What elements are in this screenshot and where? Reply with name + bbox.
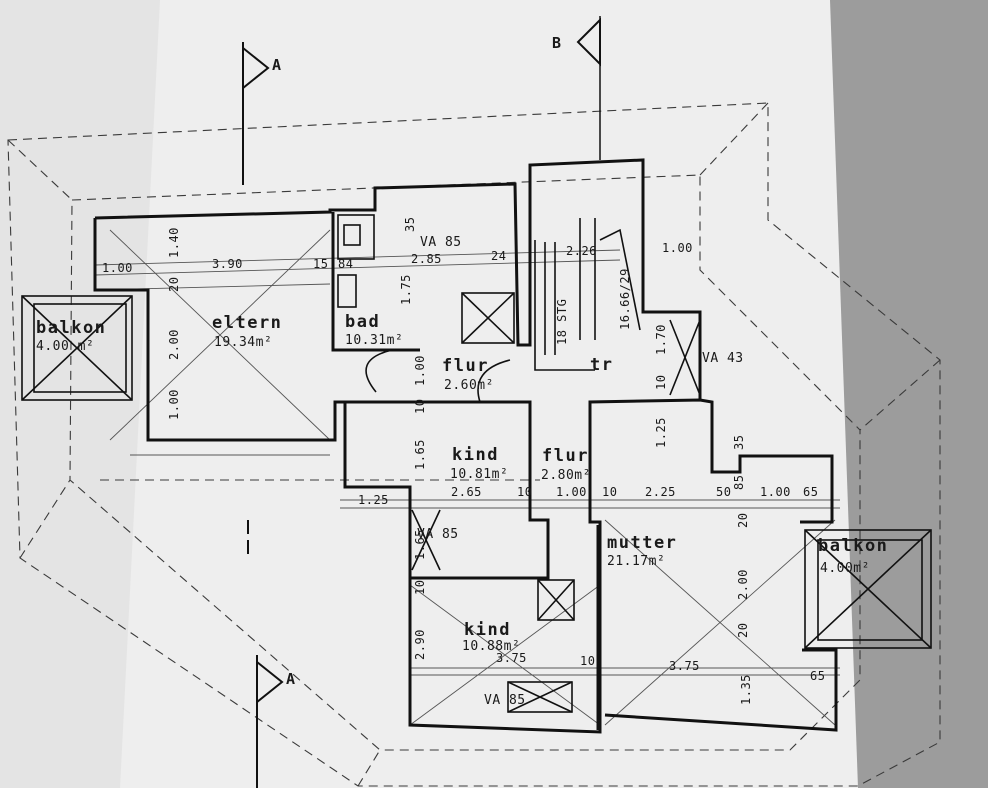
dim-label: 10 xyxy=(413,398,427,414)
dim-label: 1.25 xyxy=(654,417,668,448)
room-flur-2-name: flur xyxy=(542,446,589,466)
dim-label: 2.65 xyxy=(451,485,482,499)
stair-steps-label: 18 STG xyxy=(555,298,569,345)
dim-label: 10 xyxy=(580,654,596,668)
dim-label: 10 xyxy=(517,485,533,499)
dim-label: 1.25 xyxy=(358,493,389,507)
dim-label: 84 xyxy=(338,257,354,271)
stair-ratio-label: 16.66/29 xyxy=(618,268,632,330)
room-eltern-name: eltern xyxy=(212,313,283,333)
walls xyxy=(93,158,838,734)
dim-label: 35 xyxy=(403,216,417,232)
dim-label: 3.75 xyxy=(669,659,700,673)
dim-label: 2.00 xyxy=(736,569,750,600)
dim-label: 1.00 xyxy=(760,485,791,499)
room-flur-2-area: 2.80m² xyxy=(541,468,591,483)
room-balkon-west-name: balkon xyxy=(36,318,107,338)
window-label-2: VA 43 xyxy=(702,351,744,366)
paper-shadow xyxy=(0,0,160,788)
window-label-1: VA 85 xyxy=(420,235,462,250)
room-balkon-west-area: 4.00 m² xyxy=(36,339,95,354)
dim-label: 2.90 xyxy=(413,629,427,660)
dim-label: 1.00 xyxy=(556,485,587,499)
room-kind-1-area: 10.81m² xyxy=(450,467,509,482)
dim-label: 20 xyxy=(167,276,181,292)
dim-label: 3.90 xyxy=(212,257,243,271)
dim-label: 1.65 xyxy=(413,529,427,560)
dim-label: 24 xyxy=(491,249,507,263)
room-kind-1-name: kind xyxy=(452,445,499,465)
dim-label: 10 xyxy=(413,579,427,595)
dim-label: 2.00 xyxy=(167,329,181,360)
dim-label: 65 xyxy=(803,485,819,499)
dim-label: 1.70 xyxy=(654,324,668,355)
dim-label: 3.75 xyxy=(496,651,527,665)
dim-label: 15 xyxy=(313,257,329,271)
room-balkon-east-name: balkon xyxy=(818,536,889,556)
section-b-label: B xyxy=(552,34,562,52)
dim-label: 1.65 xyxy=(413,439,427,470)
section-a-bottom-label: A xyxy=(286,670,296,688)
room-flur-1-area: 2.60m² xyxy=(444,378,494,393)
dim-label: 35 xyxy=(732,434,746,450)
dim-label: 1.35 xyxy=(739,674,753,705)
dim-label: 1.00 xyxy=(413,355,427,386)
dim-label: 50 xyxy=(716,485,732,499)
hatch-lines xyxy=(94,229,840,726)
stair-tr-label: tr xyxy=(590,355,614,375)
window-label-3: VA 85 xyxy=(417,527,459,542)
room-kind-2-name: kind xyxy=(464,620,511,640)
dim-label: 2.26 xyxy=(566,244,597,258)
dim-label: 20 xyxy=(736,512,750,528)
dim-label: 65 xyxy=(810,669,826,683)
dim-label: 1.00 xyxy=(102,261,133,275)
dim-label: 10 xyxy=(654,374,668,390)
dim-label: 20 xyxy=(736,622,750,638)
room-bad-name: bad xyxy=(345,312,381,332)
room-kind-2-area: 10.88m² xyxy=(462,639,521,654)
dim-label: 10 xyxy=(602,485,618,499)
room-bad-area: 10.31m² xyxy=(345,333,404,348)
section-a-top-label: A xyxy=(272,56,282,74)
dim-label: 2.25 xyxy=(645,485,676,499)
room-mutter-area: 21.17m² xyxy=(607,554,666,569)
dim-label: 1.75 xyxy=(399,274,413,305)
room-flur-1-name: flur xyxy=(442,356,489,376)
room-balkon-east-area: 4.00m² xyxy=(820,561,870,576)
room-mutter-name: mutter xyxy=(607,533,678,553)
section-markers xyxy=(242,16,601,788)
dim-label: 1.00 xyxy=(167,389,181,420)
inner-details xyxy=(21,214,932,713)
dim-label: 85 xyxy=(732,474,746,490)
dim-label: 1.00 xyxy=(662,241,693,255)
window-label-4: VA 85 xyxy=(484,693,526,708)
dim-label: 1.40 xyxy=(167,227,181,258)
room-eltern-area: 19.34m² xyxy=(214,335,273,350)
dim-label: 2.85 xyxy=(411,252,442,266)
roof-outline xyxy=(7,102,941,787)
